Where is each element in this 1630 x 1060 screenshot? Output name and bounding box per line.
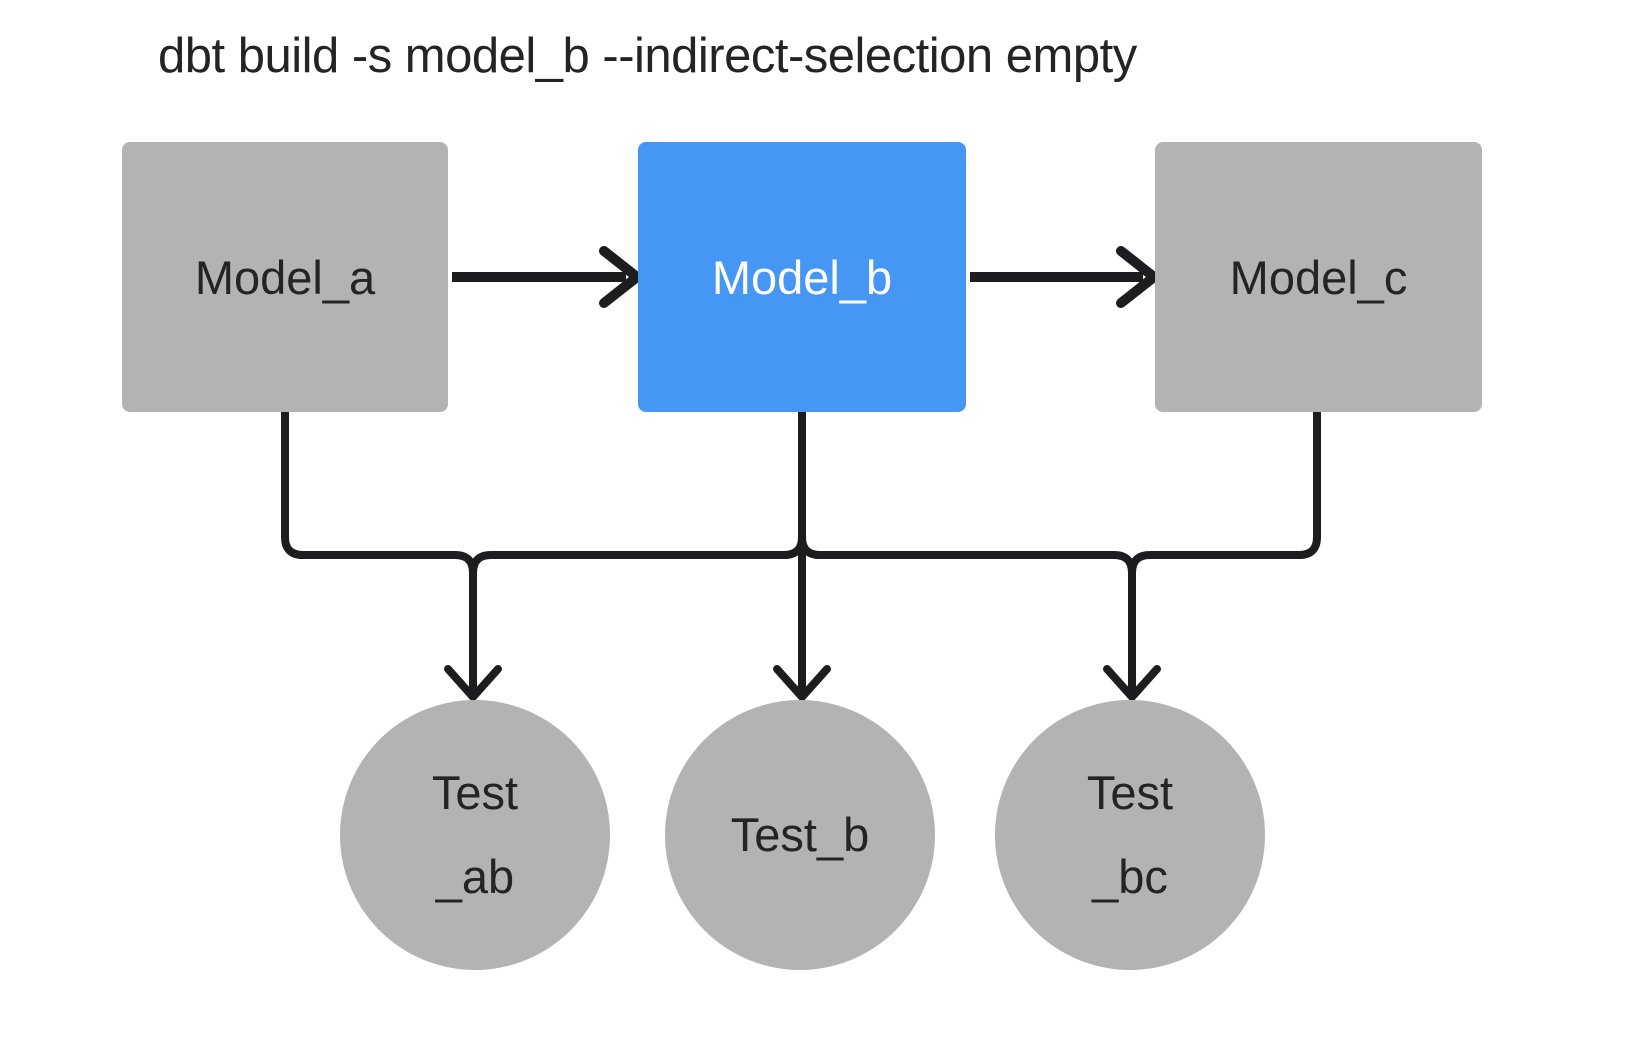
node-model-b: Model_b	[638, 142, 966, 412]
node-model-a: Model_a	[122, 142, 448, 412]
edge-model-c-to-test-bc	[1128, 412, 1321, 692]
node-test-b: Test_b	[665, 700, 935, 970]
node-model-c: Model_c	[1155, 142, 1482, 412]
arrowhead-test-bc	[1103, 665, 1161, 701]
node-test-bc: Test _bc	[995, 700, 1265, 970]
node-model-c-label: Model_c	[1229, 250, 1408, 304]
node-model-a-label: Model_a	[194, 250, 376, 304]
node-test-b-label: Test_b	[730, 808, 870, 861]
edge-model-a-to-test-ab	[281, 412, 477, 692]
node-test-bc-label-line1: Test	[1086, 766, 1174, 819]
command-title: dbt build -s model_b --indirect-selectio…	[158, 29, 1137, 83]
edge-model-b-to-test-ab	[469, 412, 806, 574]
node-test-ab: Test _ab	[340, 700, 610, 970]
arrowhead-test-b	[773, 665, 831, 701]
node-model-b-label: Model_b	[711, 250, 893, 304]
node-test-bc-label-line2: _bc	[1092, 850, 1168, 903]
node-test-ab-label-line2: _ab	[435, 850, 515, 903]
arrowhead-model-b	[599, 246, 642, 308]
edge-model-b-to-test-bc	[798, 412, 1136, 574]
arrowhead-model-c	[1116, 246, 1159, 308]
node-test-ab-label-line1: Test	[431, 766, 519, 819]
arrowhead-test-ab	[444, 665, 502, 701]
